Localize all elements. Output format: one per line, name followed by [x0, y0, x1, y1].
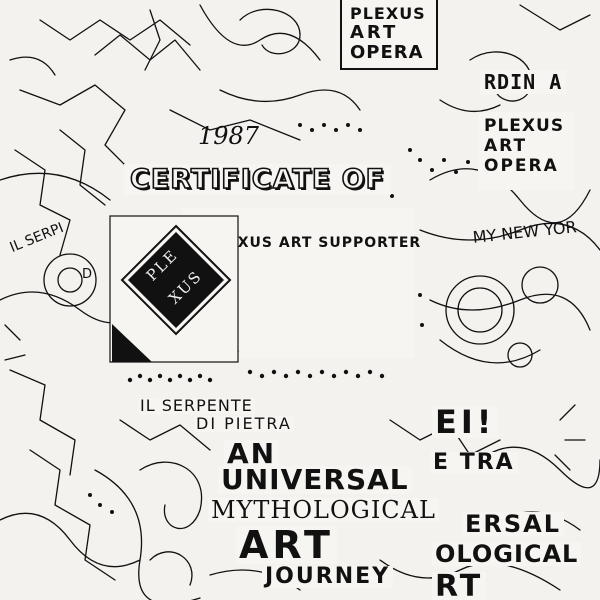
ordina-text: RDIN A [480, 70, 567, 94]
right-line-ei: EI! [432, 406, 499, 438]
top-card-line: PLEXUS [350, 4, 426, 23]
supporter-line: PLEXUS ART SUPPORTER [206, 235, 422, 251]
right-card-line: ART [484, 136, 528, 156]
right-plexus-card: PLEXUS ART OPERA [478, 112, 574, 190]
right-line-etra: E TRA [430, 452, 518, 474]
right-line-ersal: ERSAL [462, 512, 565, 536]
top-plexus-card: PLEXUS ART OPERA [340, 0, 438, 70]
journey-line-journey: JOURNEY [262, 566, 394, 588]
right-line-ological: OLOGICAL [432, 542, 582, 566]
diamond-logo-icon [109, 215, 239, 363]
top-card-line: OPERA [350, 42, 424, 63]
journey-line-an: AN [224, 440, 280, 468]
top-card-line: ART [350, 22, 399, 43]
right-card-line: OPERA [484, 156, 559, 176]
right-line-rt: RT [432, 572, 487, 600]
right-card-line: PLEXUS [484, 116, 565, 136]
certificate-title: CERTIFICATE OF [124, 164, 392, 195]
journey-line-universal: UNIVERSAL [218, 466, 412, 494]
plexus-diamond-logo: PLE XUS [108, 214, 242, 364]
journey-line-mythological: MYTHOLOGICAL [208, 498, 439, 522]
serpente-line-1: IL SERPENTE [138, 396, 255, 415]
journey-line-art: ART [236, 526, 337, 564]
left-serpi-letter: D [82, 267, 93, 282]
year-label: 1987 [198, 122, 260, 150]
serpente-line-2: DI PIETRA [194, 414, 294, 433]
